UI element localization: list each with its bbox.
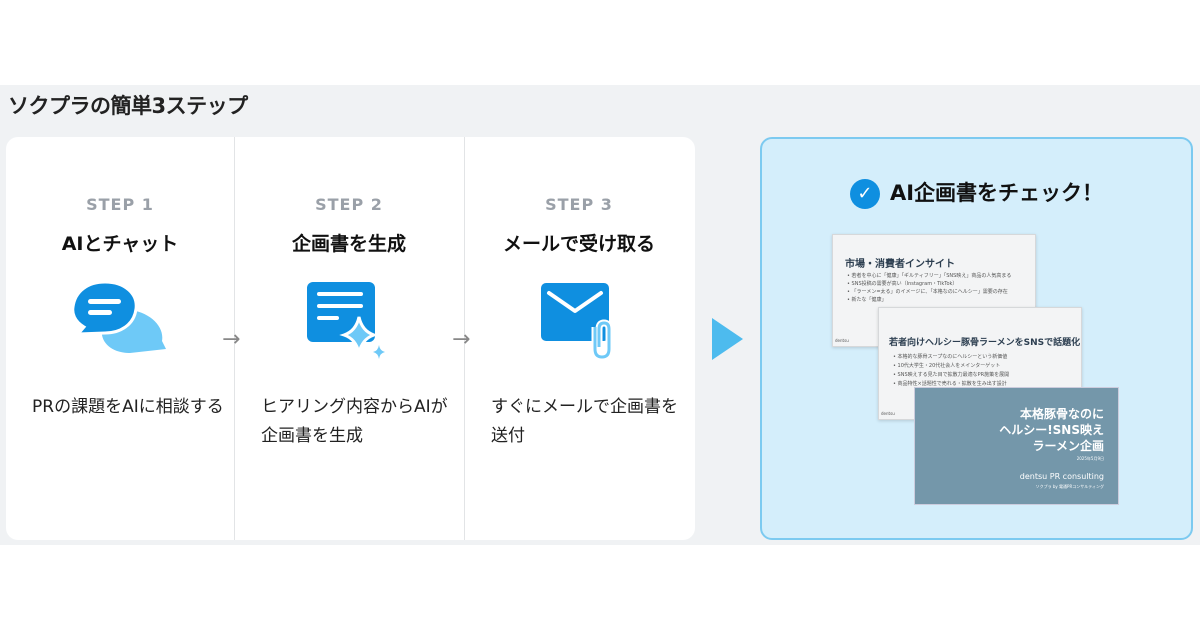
slide-bullet: • 本格的な豚骨スープなのにヘルシーという新価値	[893, 354, 1008, 360]
divider	[234, 137, 235, 540]
cover-title-line: 本格豚骨なのに	[1019, 407, 1104, 421]
cover-title-line: ラーメン企画	[1032, 439, 1104, 453]
cover-brand: dentsu PR consulting	[1019, 472, 1104, 481]
chat-bubbles-icon	[71, 280, 166, 353]
slide-bullet: • 10代大学生・20代社会人をメインターゲット	[893, 363, 1001, 369]
step-label: STEP 1	[86, 195, 154, 214]
step-heading: 企画書を生成	[291, 233, 406, 255]
slide-bullet: • 「ラーメン=太る」のイメージに、「本格なのにヘルシー」需要の存在	[847, 289, 1008, 295]
step-description: すぐにメールで企画書を送付	[491, 397, 678, 446]
result-title: ✓ AI企画書をチェック！	[762, 177, 1191, 209]
slide-bullet: • 新たな「健康」	[847, 297, 887, 303]
arrow-right-icon: →	[452, 327, 471, 352]
slide-bullet: • 商品特性×話題性で売れる・拡散を生み出す設計	[893, 381, 1007, 387]
step-2: STEP 2 企画書を生成 ヒアリング内容からAIが企画書を生成	[235, 137, 463, 540]
slide-footer: dentsu	[835, 338, 849, 343]
step-3: STEP 3 メールで受け取る すぐにメールで企画書を送付	[465, 137, 693, 540]
result-title-text: AI企画書をチェック！	[889, 181, 1104, 205]
step-heading: メールで受け取る	[502, 233, 655, 255]
check-circle-icon: ✓	[849, 179, 880, 209]
step-heading: AIとチャット	[61, 233, 179, 255]
divider	[464, 137, 465, 540]
slide-bullet: • SNS映えする見た目で拡散力最適なPR施策を展開	[893, 372, 1010, 378]
mail-attachment-icon	[541, 283, 613, 359]
slide-heading: 市場・消費者インサイト	[845, 259, 955, 270]
step-description: PRの課題をAIに相談する	[32, 397, 224, 417]
arrow-right-icon: →	[222, 327, 241, 352]
play-arrow-icon	[712, 318, 743, 360]
step-1: STEP 1 AIとチャット PRの課題をAIに相談する	[6, 137, 234, 540]
document-sparkle-icon	[307, 282, 385, 359]
slide-bullet: • 若者を中心に「健康」「ギルティフリー」「SNS映え」商品の人気高まる	[847, 273, 1012, 279]
step-description: ヒアリング内容からAIが企画書を生成	[261, 397, 448, 446]
section-title: ソクプラの簡単3ステップ	[8, 94, 248, 118]
cover-title-line: ヘルシー!SNS映え	[999, 423, 1104, 437]
cover-date: 2025年5月9日	[1076, 456, 1104, 461]
slide-heading: 若者向けヘルシー豚骨ラーメンをSNSで話題化	[889, 338, 1081, 348]
step-label: STEP 2	[315, 195, 383, 214]
slide-cover: 本格豚骨なのに ヘルシー!SNS映え ラーメン企画 2025年5月9日 dent…	[914, 387, 1119, 505]
cover-subtitle: ソクプラ by 電通PRコンサルティング	[1035, 484, 1104, 489]
slide-footer: dentsu	[881, 411, 895, 416]
steps-card: STEP 1 AIとチャット PRの課題をAIに相談する → STEP 2 企画…	[6, 137, 695, 540]
step-label: STEP 3	[545, 195, 613, 214]
slide-bullet: • SNS投稿の需要が高い（Instagram・TikTok）	[847, 281, 958, 287]
